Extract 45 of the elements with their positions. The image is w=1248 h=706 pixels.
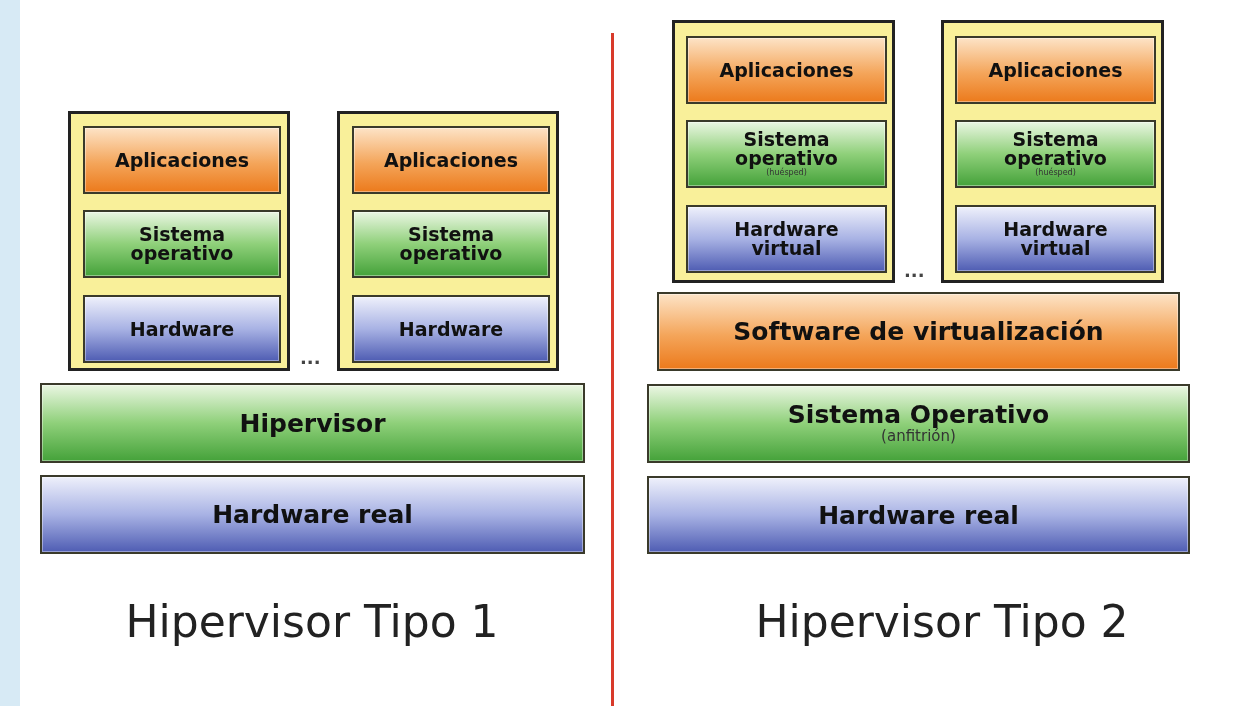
- layer-box: [647, 476, 1190, 554]
- layer-label: Aplicaciones: [988, 60, 1123, 80]
- layer-label: Sistema Operativo: [787, 402, 1050, 427]
- panel-title: Hipervisor Tipo 1: [124, 600, 500, 644]
- layer-box: [83, 126, 281, 194]
- layer-box: [686, 120, 887, 188]
- layer-label: Hardware real: [212, 502, 413, 527]
- layer-note: (anfitrión): [881, 427, 956, 445]
- virtual-machine-box: [68, 111, 290, 371]
- layer-box: [352, 210, 550, 278]
- layer-label: Hardware virtual: [1002, 220, 1109, 258]
- layer-box: [352, 295, 550, 363]
- ellipsis-label: ...: [904, 262, 925, 280]
- layer-box: [40, 383, 585, 463]
- layer-label: Hardware real: [818, 502, 1019, 528]
- layer-box: [955, 120, 1156, 188]
- layer-box: [686, 36, 887, 104]
- layer-label: Hipervisor: [239, 410, 386, 436]
- virtual-machine-box: [337, 111, 559, 371]
- virtual-machine-box: [672, 20, 895, 283]
- layer-label: Hardware virtual: [733, 220, 840, 258]
- layer-label: Hardware: [398, 319, 504, 339]
- layer-box: [83, 295, 281, 363]
- virtual-machine-box: [941, 20, 1164, 283]
- layer-label: Aplicaciones: [384, 150, 518, 170]
- layer-box: [955, 205, 1156, 273]
- layer-label: Sistema operativo: [734, 130, 839, 169]
- panel-title: Hipervisor Tipo 2: [754, 600, 1130, 644]
- layer-label: Software de virtualización: [733, 319, 1104, 344]
- layer-note: (huésped): [766, 168, 807, 178]
- layer-box: [657, 292, 1180, 371]
- layer-label: Sistema operativo: [129, 225, 235, 263]
- layer-box: [647, 384, 1190, 463]
- layer-box: [83, 210, 281, 278]
- layer-label: Aplicaciones: [719, 60, 854, 80]
- ellipsis-label: ...: [300, 349, 321, 367]
- layer-box: [686, 205, 887, 273]
- layer-label: Sistema operativo: [398, 225, 504, 263]
- layer-box: [352, 126, 550, 194]
- layer-box: [955, 36, 1156, 104]
- layer-label: Aplicaciones: [115, 150, 249, 170]
- layer-label: Sistema operativo: [1003, 130, 1108, 169]
- layer-label: Hardware: [129, 319, 235, 339]
- layer-box: [40, 475, 585, 554]
- layer-note: (huésped): [1035, 168, 1076, 178]
